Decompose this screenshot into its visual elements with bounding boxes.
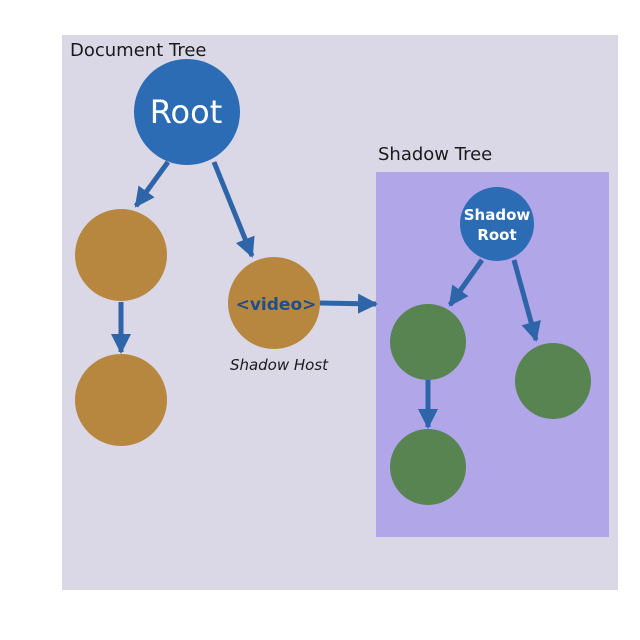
shadow-root-node: [460, 187, 534, 261]
shadow-tree-label: Shadow Tree: [378, 144, 492, 165]
video-shadow-host-node: [228, 257, 320, 349]
root-node: [134, 59, 240, 165]
shadow-root-label-line2: Root: [477, 226, 516, 244]
arrow-video-to-shadow-tree: [319, 293, 378, 314]
shadow-node-left: [390, 304, 466, 380]
arrow-shadow-root-to-right: [511, 259, 541, 342]
shadow-node-left-child: [390, 429, 466, 505]
document-node-left-child: [75, 354, 167, 446]
video-node-label: <video>: [236, 295, 317, 315]
document-node-left: [75, 209, 167, 301]
shadow-node-right: [515, 343, 591, 419]
shadow-root-label-line1: Shadow: [464, 206, 531, 224]
arrow-root-to-left-child: [133, 160, 171, 208]
shadow-host-caption: Shadow Host: [230, 356, 329, 374]
document-tree-label: Document Tree: [70, 40, 206, 61]
arrow-root-to-video: [211, 161, 255, 258]
root-node-label: Root: [150, 93, 223, 131]
arrow-shadow-root-to-left: [447, 258, 485, 307]
